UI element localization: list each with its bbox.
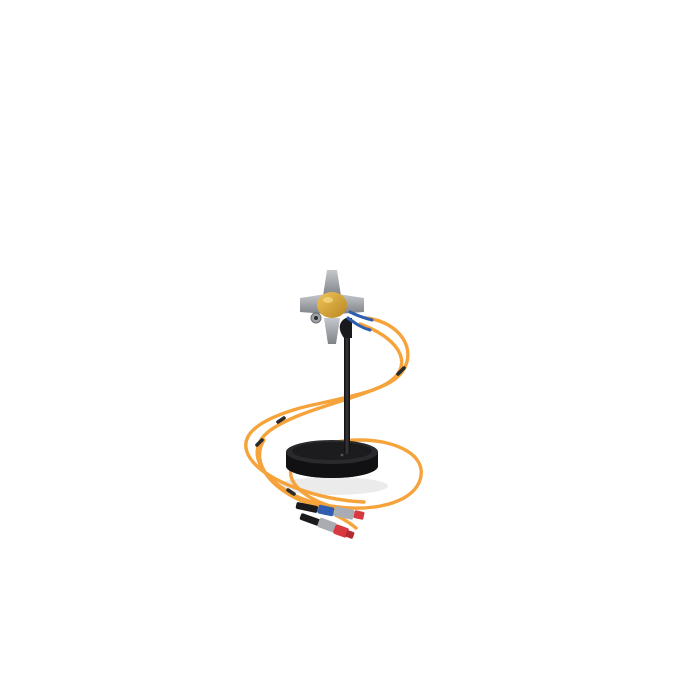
stand-base: [286, 440, 378, 478]
stand-pole: [344, 330, 350, 454]
pole-clamp: [339, 318, 352, 338]
cable-loop-outer: [244, 316, 410, 504]
probe-arm-bottom: [324, 318, 340, 344]
cable-loop-lower: [289, 438, 423, 510]
fc-connector-red: [299, 513, 355, 539]
probe-fiber-leads: [346, 310, 374, 332]
cable-markers: [255, 366, 406, 496]
probe-head: [300, 270, 364, 344]
fiber-cable: [244, 316, 423, 530]
fc-connector-blue: [295, 502, 365, 520]
cable-loop-inner: [257, 438, 358, 530]
probe-arm-top: [323, 270, 341, 296]
probe-gold-core: [317, 292, 347, 318]
